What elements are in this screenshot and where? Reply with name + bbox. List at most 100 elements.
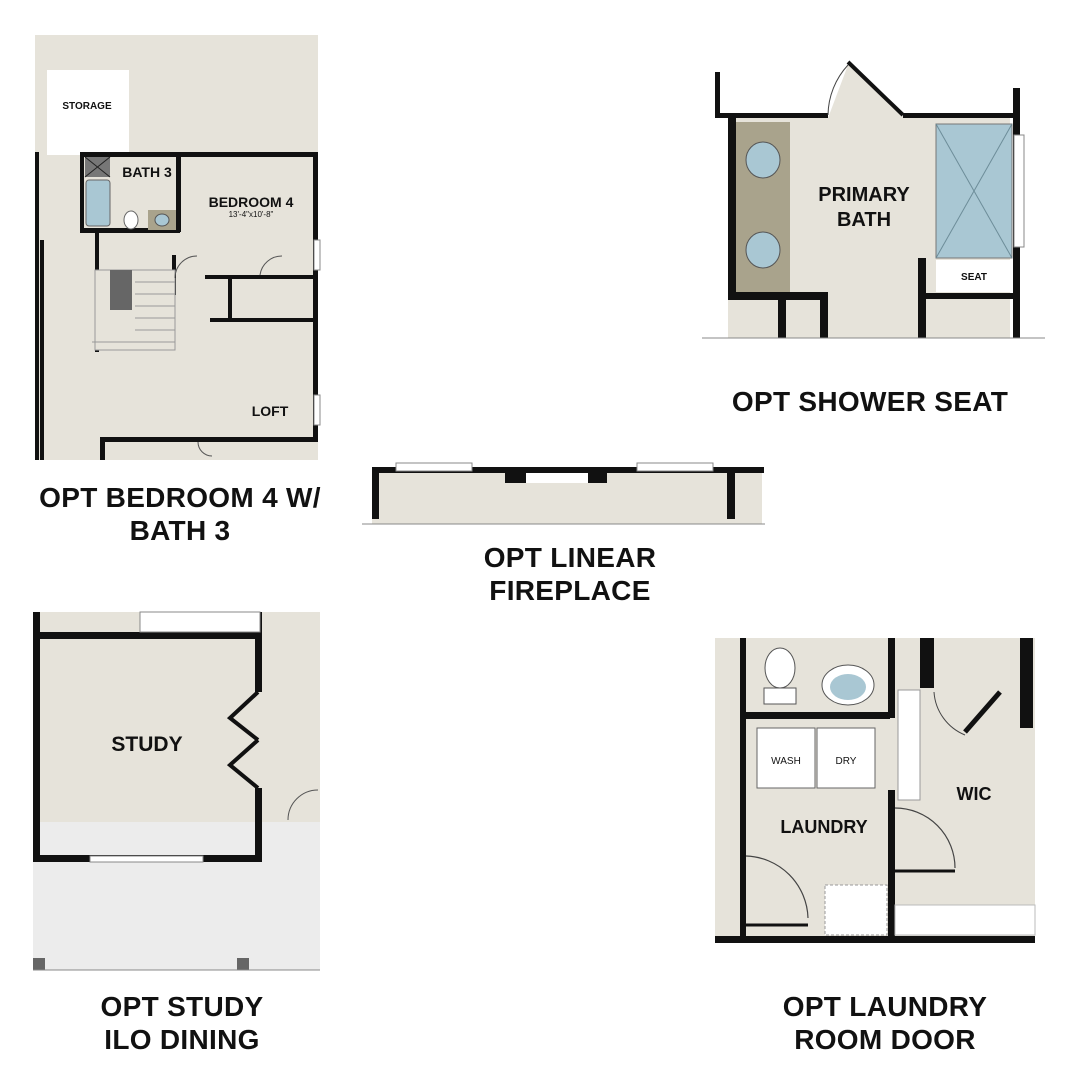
wall bbox=[888, 790, 895, 940]
storage-area bbox=[47, 70, 129, 155]
loft-label: LOFT bbox=[252, 403, 289, 419]
wall bbox=[40, 240, 44, 460]
caption-line: BATH 3 bbox=[129, 515, 231, 546]
shelf bbox=[897, 689, 921, 801]
porch-column bbox=[237, 958, 249, 970]
stair-void bbox=[110, 270, 132, 310]
toilet bbox=[764, 647, 796, 689]
wall bbox=[715, 936, 1035, 943]
window bbox=[313, 239, 321, 271]
wall bbox=[210, 318, 315, 322]
caption-study: OPT STUDY ILO DINING bbox=[22, 990, 342, 1056]
shower-slope bbox=[935, 190, 975, 259]
wall bbox=[372, 467, 379, 519]
caption-laundry: OPT LAUNDRY ROOM DOOR bbox=[725, 990, 1045, 1056]
french-door-leaf bbox=[226, 690, 260, 742]
toilet-tank bbox=[763, 687, 797, 705]
caption-fireplace: OPT LINEAR FIREPLACE bbox=[410, 541, 730, 607]
caption-shower-seat: OPT SHOWER SEAT bbox=[710, 385, 1030, 418]
bedroom4-plan: STORAGE BATH 3 BEDROOM 4 13'-4"x10'-8" L… bbox=[35, 35, 321, 460]
laundry-plan: WASH DRY LAUNDRY WIC bbox=[715, 638, 1036, 943]
wall bbox=[33, 632, 40, 862]
window bbox=[313, 394, 321, 426]
shower-slope bbox=[973, 123, 1013, 192]
porch-column bbox=[33, 958, 45, 970]
door-swing bbox=[894, 807, 956, 869]
seat-label: SEAT bbox=[961, 272, 987, 283]
study-label: STUDY bbox=[111, 733, 182, 756]
wall bbox=[778, 292, 786, 338]
sink bbox=[745, 231, 781, 269]
wall bbox=[740, 712, 890, 719]
caption-line: ROOM DOOR bbox=[794, 1024, 976, 1055]
caption-line: OPT LINEAR bbox=[483, 542, 657, 573]
wic-label: WIC bbox=[957, 784, 992, 804]
door-swing bbox=[745, 855, 809, 919]
study-plan-floor bbox=[33, 612, 320, 822]
wall bbox=[728, 118, 736, 294]
wall bbox=[727, 467, 735, 519]
shower-slope bbox=[973, 190, 1013, 259]
wall bbox=[33, 612, 40, 636]
bathtub bbox=[85, 179, 111, 227]
window bbox=[636, 462, 714, 472]
sink bbox=[154, 213, 170, 227]
wash-label: WASH bbox=[771, 756, 801, 767]
wall bbox=[255, 632, 262, 692]
caption-line: OPT LAUNDRY bbox=[782, 991, 988, 1022]
wall bbox=[715, 113, 828, 118]
fireplace-plan bbox=[362, 462, 765, 525]
wall bbox=[920, 638, 934, 688]
wall bbox=[228, 275, 232, 322]
door-swing bbox=[197, 441, 213, 457]
wall bbox=[740, 712, 746, 812]
primary-bath-label-line1: PRIMARY bbox=[818, 184, 910, 206]
caption-line: OPT SHOWER SEAT bbox=[731, 386, 1009, 417]
wall bbox=[205, 275, 313, 279]
caption-line: OPT BEDROOM 4 W/ bbox=[39, 482, 321, 513]
window bbox=[139, 611, 261, 633]
window bbox=[1013, 134, 1025, 248]
door-leaf bbox=[963, 690, 1002, 734]
wall bbox=[313, 152, 318, 442]
wall bbox=[888, 638, 895, 718]
wall bbox=[715, 72, 720, 118]
wall bbox=[903, 113, 1015, 118]
wall bbox=[35, 152, 39, 460]
wall bbox=[820, 292, 828, 338]
wall bbox=[80, 152, 318, 157]
shower-x bbox=[84, 156, 111, 178]
shower-slope bbox=[935, 123, 975, 192]
dryer bbox=[816, 727, 876, 789]
wall bbox=[176, 152, 181, 232]
wall bbox=[1020, 638, 1033, 728]
bath3-label: BATH 3 bbox=[122, 164, 172, 180]
caption-line: ILO DINING bbox=[104, 1024, 260, 1055]
wall bbox=[918, 293, 1013, 299]
wall bbox=[255, 788, 262, 862]
stairs bbox=[94, 269, 176, 351]
bedroom4-label: BEDROOM 4 bbox=[209, 194, 294, 210]
window bbox=[89, 855, 204, 863]
wall bbox=[100, 437, 318, 442]
dry-label: DRY bbox=[836, 756, 857, 767]
porch bbox=[33, 822, 320, 970]
caption-line: FIREPLACE bbox=[489, 575, 651, 606]
door-leaf bbox=[846, 60, 905, 117]
door-swing bbox=[174, 255, 198, 279]
window bbox=[395, 462, 473, 472]
door-swing bbox=[259, 255, 283, 276]
wall bbox=[100, 437, 105, 460]
toilet bbox=[123, 210, 139, 230]
shower-seat bbox=[936, 260, 1012, 292]
study-plan: STUDY bbox=[33, 611, 320, 971]
shower-seat-plan: PRIMARY BATH SEAT bbox=[702, 60, 1045, 339]
caption-line: OPT STUDY bbox=[100, 991, 264, 1022]
wall bbox=[80, 228, 180, 233]
washer bbox=[756, 727, 816, 789]
fireplace-opening bbox=[526, 473, 588, 483]
primary-bath-label-line2: BATH bbox=[837, 209, 891, 231]
storage-label: STORAGE bbox=[62, 101, 112, 112]
sink-basin bbox=[830, 674, 866, 700]
